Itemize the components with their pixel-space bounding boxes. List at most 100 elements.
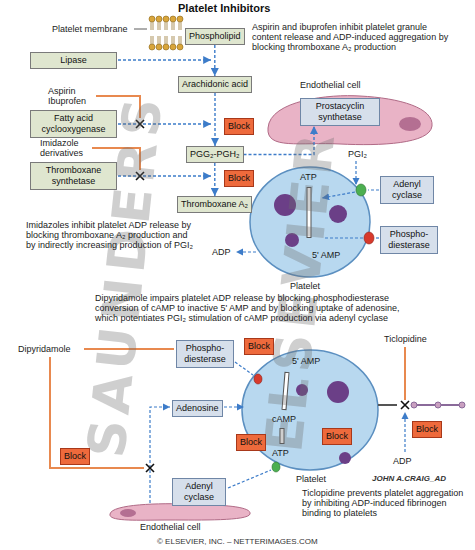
node-text: Phospho- diesterase [384,229,434,251]
membrane-bilayer [149,44,155,50]
node-text: Thromboxane synthetase [34,165,113,187]
platelet-cell [356,184,366,196]
signal-arrow [368,189,379,190]
node-text: Block [326,431,348,442]
node-text: Block [228,173,250,184]
molecule-label: PGI₂ [348,149,367,159]
membrane-bilayer [177,44,183,50]
artist-signature: JOHN A.CRAIG_AD [372,474,446,483]
membrane-bilayer [149,16,155,22]
process-box: Phospho- diesterase [176,340,234,368]
process-box: Adenyl cyclase [172,478,226,506]
membrane-bilayer [170,44,176,50]
pathway-arrow [214,45,215,76]
endothelial-cell [120,509,136,517]
fibrinogen-symbol [411,402,417,408]
block-mark [401,401,409,409]
molecule-label: ADP [212,247,231,257]
node-text: Phospholipid [189,31,241,42]
drug-label: Dipyridamole [18,344,71,354]
part-label: Platelet membrane [52,24,128,34]
note: Imidazoles inhibit platelet ADP release … [26,220,198,250]
signal-arrow [224,406,244,407]
watermark: SAUNDERS [78,90,172,460]
drug-label: Imidazole derivatives [40,138,110,158]
enzyme-pathway [118,59,211,60]
node-text: Block [228,121,250,132]
node-text: Block [416,424,438,435]
process-box: Adenosine [172,400,223,417]
node-text: Block [240,437,262,448]
platelet-cell [272,462,280,472]
endothelial-cell [110,504,250,521]
process-box: Thromboxane A₂ [177,196,252,213]
node-text: Arachidonic acid [182,79,248,90]
block-box: Block [322,428,352,445]
platelet-cell [364,232,374,244]
endothelial-cell [110,504,250,521]
block-box: Block [60,448,90,465]
membrane-bilayer [151,36,181,44]
node-text: PGG₂-PGH₂ [190,149,240,160]
membrane-bilayer [156,44,162,50]
block-box: Block [244,338,274,355]
drug-line [404,347,406,400]
membrane-bilayer [156,16,162,22]
signal-arrow [375,237,379,238]
membrane-bilayer [151,22,181,30]
note: Ticlopidine prevents platelet aggregatio… [302,488,470,518]
process-box: Fatty acid cyclooxygenase [30,110,117,138]
note: Dipyridamole impairs platelet ADP releas… [95,293,425,323]
membrane-bilayer [163,16,169,22]
molecule-label: 5' AMP [292,356,320,366]
signal-arrow [404,412,405,452]
block-mark [146,464,154,472]
platelet-cell [254,374,262,384]
signal-arrow [355,161,356,185]
fibrinogen-symbol [435,402,441,408]
part-label: Endothelial cell [300,80,361,90]
molecule-label: cAMP [272,414,296,424]
signal-arrow [236,251,256,252]
note: Aspirin and ibuprofen inhibit platelet g… [252,22,457,52]
pathway-arrow [214,93,215,146]
node-text: Thromboxane A₂ [181,199,248,210]
node-text: Adenyl cyclase [384,179,430,201]
drug-label: Ticlopidine [384,334,427,344]
process-box: Adenyl cyclase [380,176,434,204]
block-box: Block [224,170,254,187]
signal-arrow [228,470,271,488]
node-text: Block [64,451,86,462]
leader-line [134,29,147,30]
molecule-label: ADP [393,456,412,466]
block-box: Block [236,434,266,451]
node-text: Lipase [34,55,113,66]
process-box: Lipase [30,52,117,69]
process-box: Prostacyclin synthetase [300,98,380,126]
process-box: Phospholipid [185,28,245,45]
block-box: Block [412,421,442,438]
node-text: Phospho- diesterase [180,343,230,365]
part-label: Platelet [296,474,326,484]
membrane-bilayer [170,16,176,22]
pathway-arrow [214,163,215,196]
part-label: Platelet [290,281,320,291]
part-label: Endothelial cell [140,522,201,532]
platelet-cell [327,381,349,403]
diagram-title: Platelet Inhibitors [178,2,270,15]
node-text: Prostacyclin synthetase [304,101,376,123]
copyright-note: © ELSEVIER, INC. – NETTERIMAGES.COM [157,537,318,546]
molecule-label: ATP [272,448,289,458]
platelet-cell [339,452,351,464]
drug-label: Aspirin [48,86,76,96]
platelet-cell [378,404,397,406]
molecule-label: ATP [300,172,317,182]
membrane-bilayer [163,44,169,50]
signal-arrow [150,407,170,503]
drug-label: Ibuprofen [48,96,86,106]
node-text: Block [248,341,270,352]
process-box: PGG₂-PGH₂ [186,146,244,163]
fibrinogen-symbol [459,402,465,408]
membrane-bilayer [149,16,183,50]
